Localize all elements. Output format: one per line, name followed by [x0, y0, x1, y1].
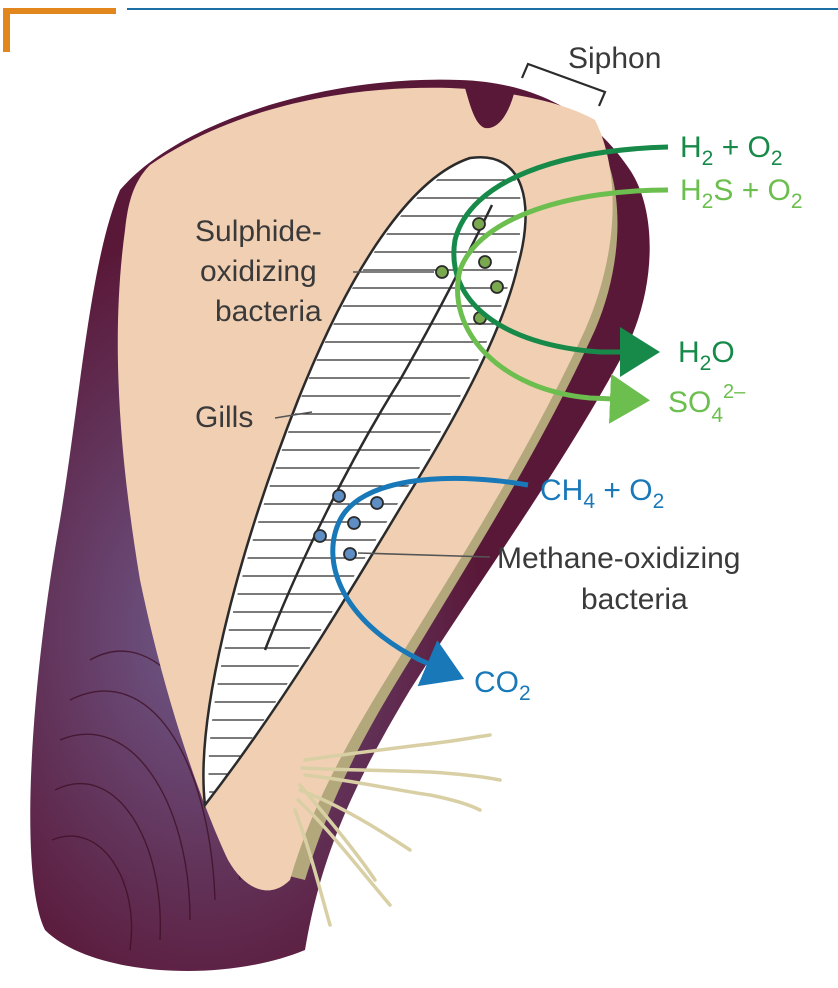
- ch4-o2-input-label: CH4 + O2: [540, 474, 664, 513]
- h2s-o2-input-label: H2S + O2: [680, 174, 803, 213]
- header-accent-stub: [3, 8, 10, 52]
- sulphide-label-line1: Sulphide-: [195, 215, 322, 248]
- co2-output-label: CO2: [474, 666, 531, 705]
- methane-label-line2: bacteria: [581, 583, 688, 616]
- siphon-label: Siphon: [568, 42, 661, 75]
- header-rule: [127, 8, 838, 10]
- h2-o2-input-label: H2 + O2: [680, 131, 783, 170]
- h2o-output-label: H2O: [678, 336, 735, 375]
- sulphide-label-line3: bacteria: [215, 295, 322, 328]
- methane-label-line1: Methane-oxidizing: [497, 542, 740, 575]
- gills-label: Gills: [195, 401, 253, 434]
- sulphide-label-line2: oxidizing: [200, 255, 317, 288]
- so4-output-label: SO42–: [668, 381, 746, 427]
- header-accent-bar: [3, 8, 116, 14]
